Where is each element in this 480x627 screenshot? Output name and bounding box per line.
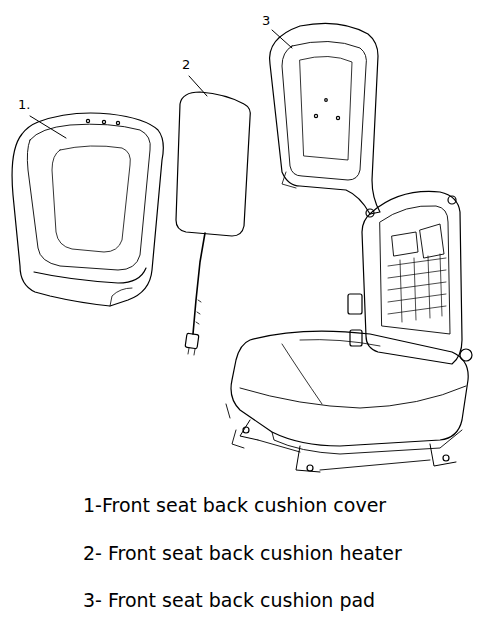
callout-number: 2 [182,58,190,72]
seat-assembly [226,191,472,472]
cushion-cover [12,113,163,306]
callout-number: 3 [262,14,270,28]
spring-grid [388,254,446,322]
leader-lines [30,30,292,138]
cushion-heater [176,92,250,355]
part-caption: 1-Front seat back cushion cover [83,495,386,516]
part-caption: 2- Front seat back cushion heater [83,543,402,564]
callout-number: 1. [18,98,30,112]
part-caption: 3- Front seat back cushion pad [83,590,375,611]
cushion-pad [270,23,380,214]
